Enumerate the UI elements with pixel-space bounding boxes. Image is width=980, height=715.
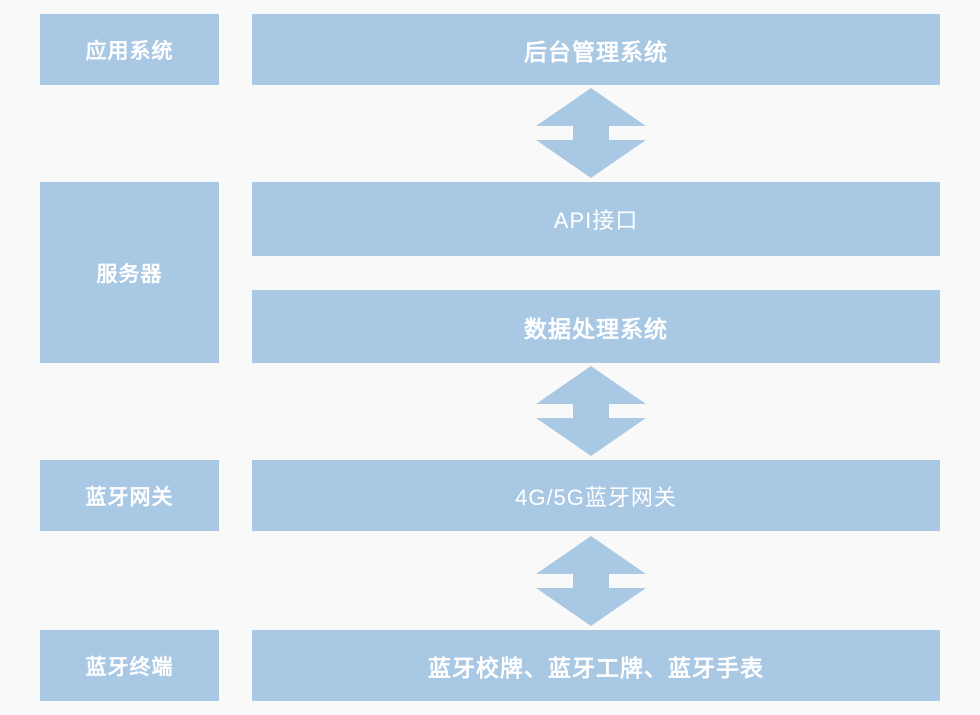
block-api-interface: API接口 xyxy=(252,182,940,256)
layer-label-text: 应用系统 xyxy=(85,39,174,63)
block-backend-management-system: 后台管理系统 xyxy=(252,14,940,85)
layer-label-text: 蓝牙终端 xyxy=(85,655,174,679)
layer-label-bluetooth-gateway: 蓝牙网关 xyxy=(40,460,219,531)
block-4g-5g-bluetooth-gateway: 4G/5G蓝牙网关 xyxy=(252,460,940,531)
block-label: 后台管理系统 xyxy=(524,38,668,65)
block-label: 数据处理系统 xyxy=(524,315,668,342)
block-label: 蓝牙校牌、蓝牙工牌、蓝牙手表 xyxy=(428,654,764,681)
layer-label-text: 蓝牙网关 xyxy=(85,485,174,509)
layer-label-bluetooth-terminal: 蓝牙终端 xyxy=(40,630,219,701)
block-label: 4G/5G蓝牙网关 xyxy=(515,484,677,510)
block-bluetooth-devices: 蓝牙校牌、蓝牙工牌、蓝牙手表 xyxy=(252,630,940,701)
bidirectional-arrow-icon xyxy=(536,536,646,626)
layer-label-text: 服务器 xyxy=(96,262,163,286)
bidirectional-arrow-icon xyxy=(536,88,646,178)
block-data-processing-system: 数据处理系统 xyxy=(252,290,940,363)
layer-label-application-system: 应用系统 xyxy=(40,14,219,85)
bidirectional-arrow-icon xyxy=(536,366,646,456)
layer-label-server: 服务器 xyxy=(40,182,219,363)
block-label: API接口 xyxy=(553,208,639,233)
